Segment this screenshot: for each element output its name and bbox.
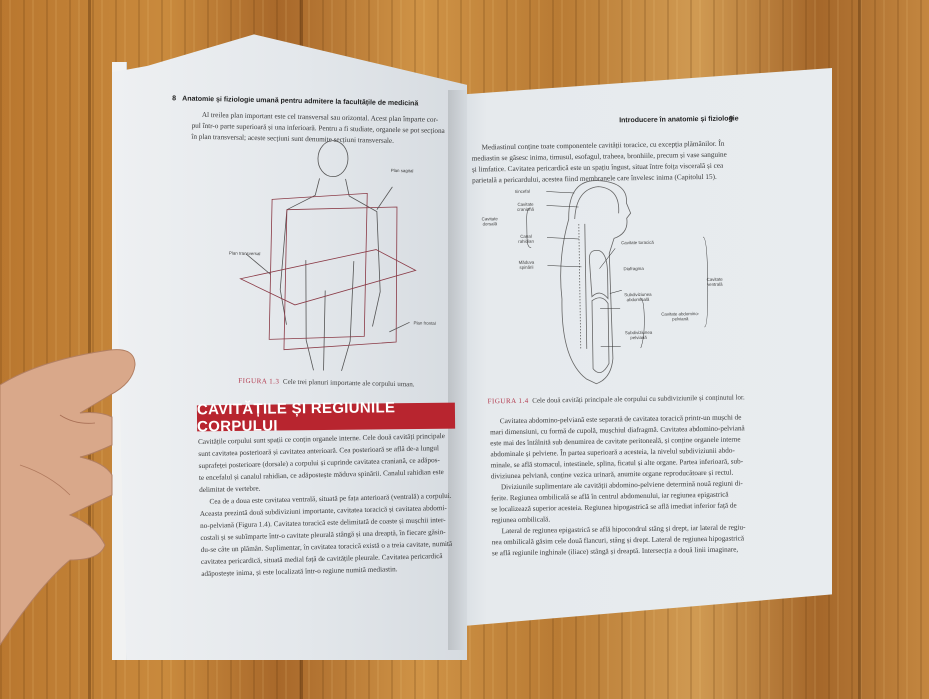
plane-transverse-label: Plan transversal <box>228 250 261 257</box>
right-page-number: 9 <box>729 115 734 123</box>
label-cavitate-abdomino-pelviana: Cavitate abdomino-pelviană <box>661 311 700 322</box>
figure-number: FIGURA 1.3 <box>238 376 280 386</box>
label-diafragma: Diafragma <box>623 265 644 272</box>
right-page <box>440 68 832 628</box>
body-line: delimitat de vertebre. <box>199 484 261 495</box>
table-seam <box>88 0 91 699</box>
label-maduva-spinarii: Măduva spinării <box>518 259 535 270</box>
book-gutter <box>448 90 468 650</box>
label-cavitate-toracica: Cavitate toracică <box>621 239 654 246</box>
label-cavitate-craniana: Cavitate craniană <box>517 201 535 212</box>
plane-sagittal-label: Plan sagital <box>390 167 414 174</box>
body-planes-illustration <box>239 140 417 371</box>
label-cavitate-ventrala: Cavitate ventrală <box>706 276 723 287</box>
label-encefal: Encefal <box>515 188 530 194</box>
figure-number: FIGURA 1.4 <box>487 396 529 406</box>
label-subdiviziunea-abdominala: Subdiviziunea abdominală <box>624 291 652 303</box>
body-cavities-illustration <box>526 180 709 385</box>
left-page <box>112 34 467 660</box>
section-title: CAVITĂȚILE ȘI REGIUNILE CORPULUI <box>196 399 396 436</box>
plane-frontal-label: Plan frontal <box>413 320 436 326</box>
label-subdiviziunea-pelviana: Subdiviziunea pelviană <box>624 329 653 341</box>
section-title-banner: CAVITĂȚILE ȘI REGIUNILE CORPULUI <box>197 399 456 435</box>
label-canal-rahidian: Canal rahidian <box>518 233 534 244</box>
hand <box>0 349 136 646</box>
label-cavitate-dorsala: Cavitate dorsală <box>481 216 498 227</box>
left-page-number: 8 <box>172 95 177 103</box>
table-seam <box>858 0 861 699</box>
